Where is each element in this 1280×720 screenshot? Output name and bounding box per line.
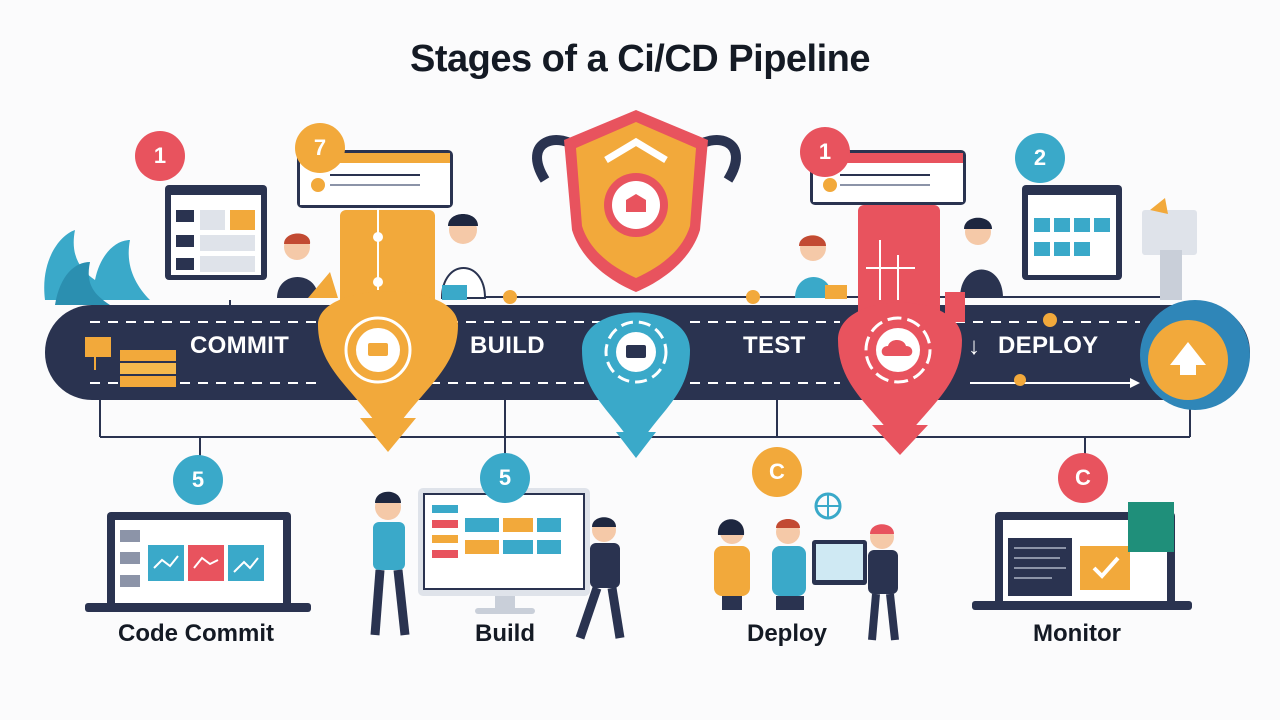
gear-icon xyxy=(368,343,388,356)
page-title: Stages of a Ci/CD Pipeline xyxy=(410,38,871,80)
stage-label-commit: COMMIT xyxy=(190,332,290,359)
step-label-monitor: Monitor xyxy=(1033,620,1121,647)
stage-label-deploy: DEPLOY xyxy=(998,332,1099,359)
package-boxes xyxy=(85,337,176,387)
test-drop xyxy=(838,205,962,455)
rocket-badge xyxy=(1140,300,1250,410)
top-windows xyxy=(165,150,1197,300)
center-drop xyxy=(582,312,690,458)
stage-label-test: TEST xyxy=(743,332,806,359)
step-label-build: Build xyxy=(475,620,535,647)
build-monitor xyxy=(418,488,590,614)
step-label-deploy: Deploy xyxy=(746,620,827,647)
laptop-icon xyxy=(85,512,311,612)
badge-5 xyxy=(173,455,223,505)
deploy-screen xyxy=(812,492,867,585)
people-bottom xyxy=(370,491,899,641)
badge-2 xyxy=(295,123,345,173)
step-label-code-commit: Code Commit xyxy=(118,620,274,647)
cloud-icon xyxy=(881,340,913,356)
rocket-icon xyxy=(1170,342,1206,365)
badges xyxy=(135,123,1108,505)
badge-6 xyxy=(480,453,530,503)
build-drop xyxy=(318,205,458,452)
badge-4 xyxy=(1015,133,1065,183)
badge-8 xyxy=(1058,453,1108,503)
shield-icon xyxy=(532,110,741,292)
plant-decoration xyxy=(44,230,151,305)
stage-label-build: BUILD xyxy=(470,332,545,359)
monitor-icon xyxy=(972,502,1192,610)
people-top xyxy=(277,214,1003,322)
deploy-arrow-icon: ↓ xyxy=(968,333,980,360)
badge-3 xyxy=(800,127,850,177)
badge-1 xyxy=(135,131,185,181)
badge-7 xyxy=(752,447,802,497)
